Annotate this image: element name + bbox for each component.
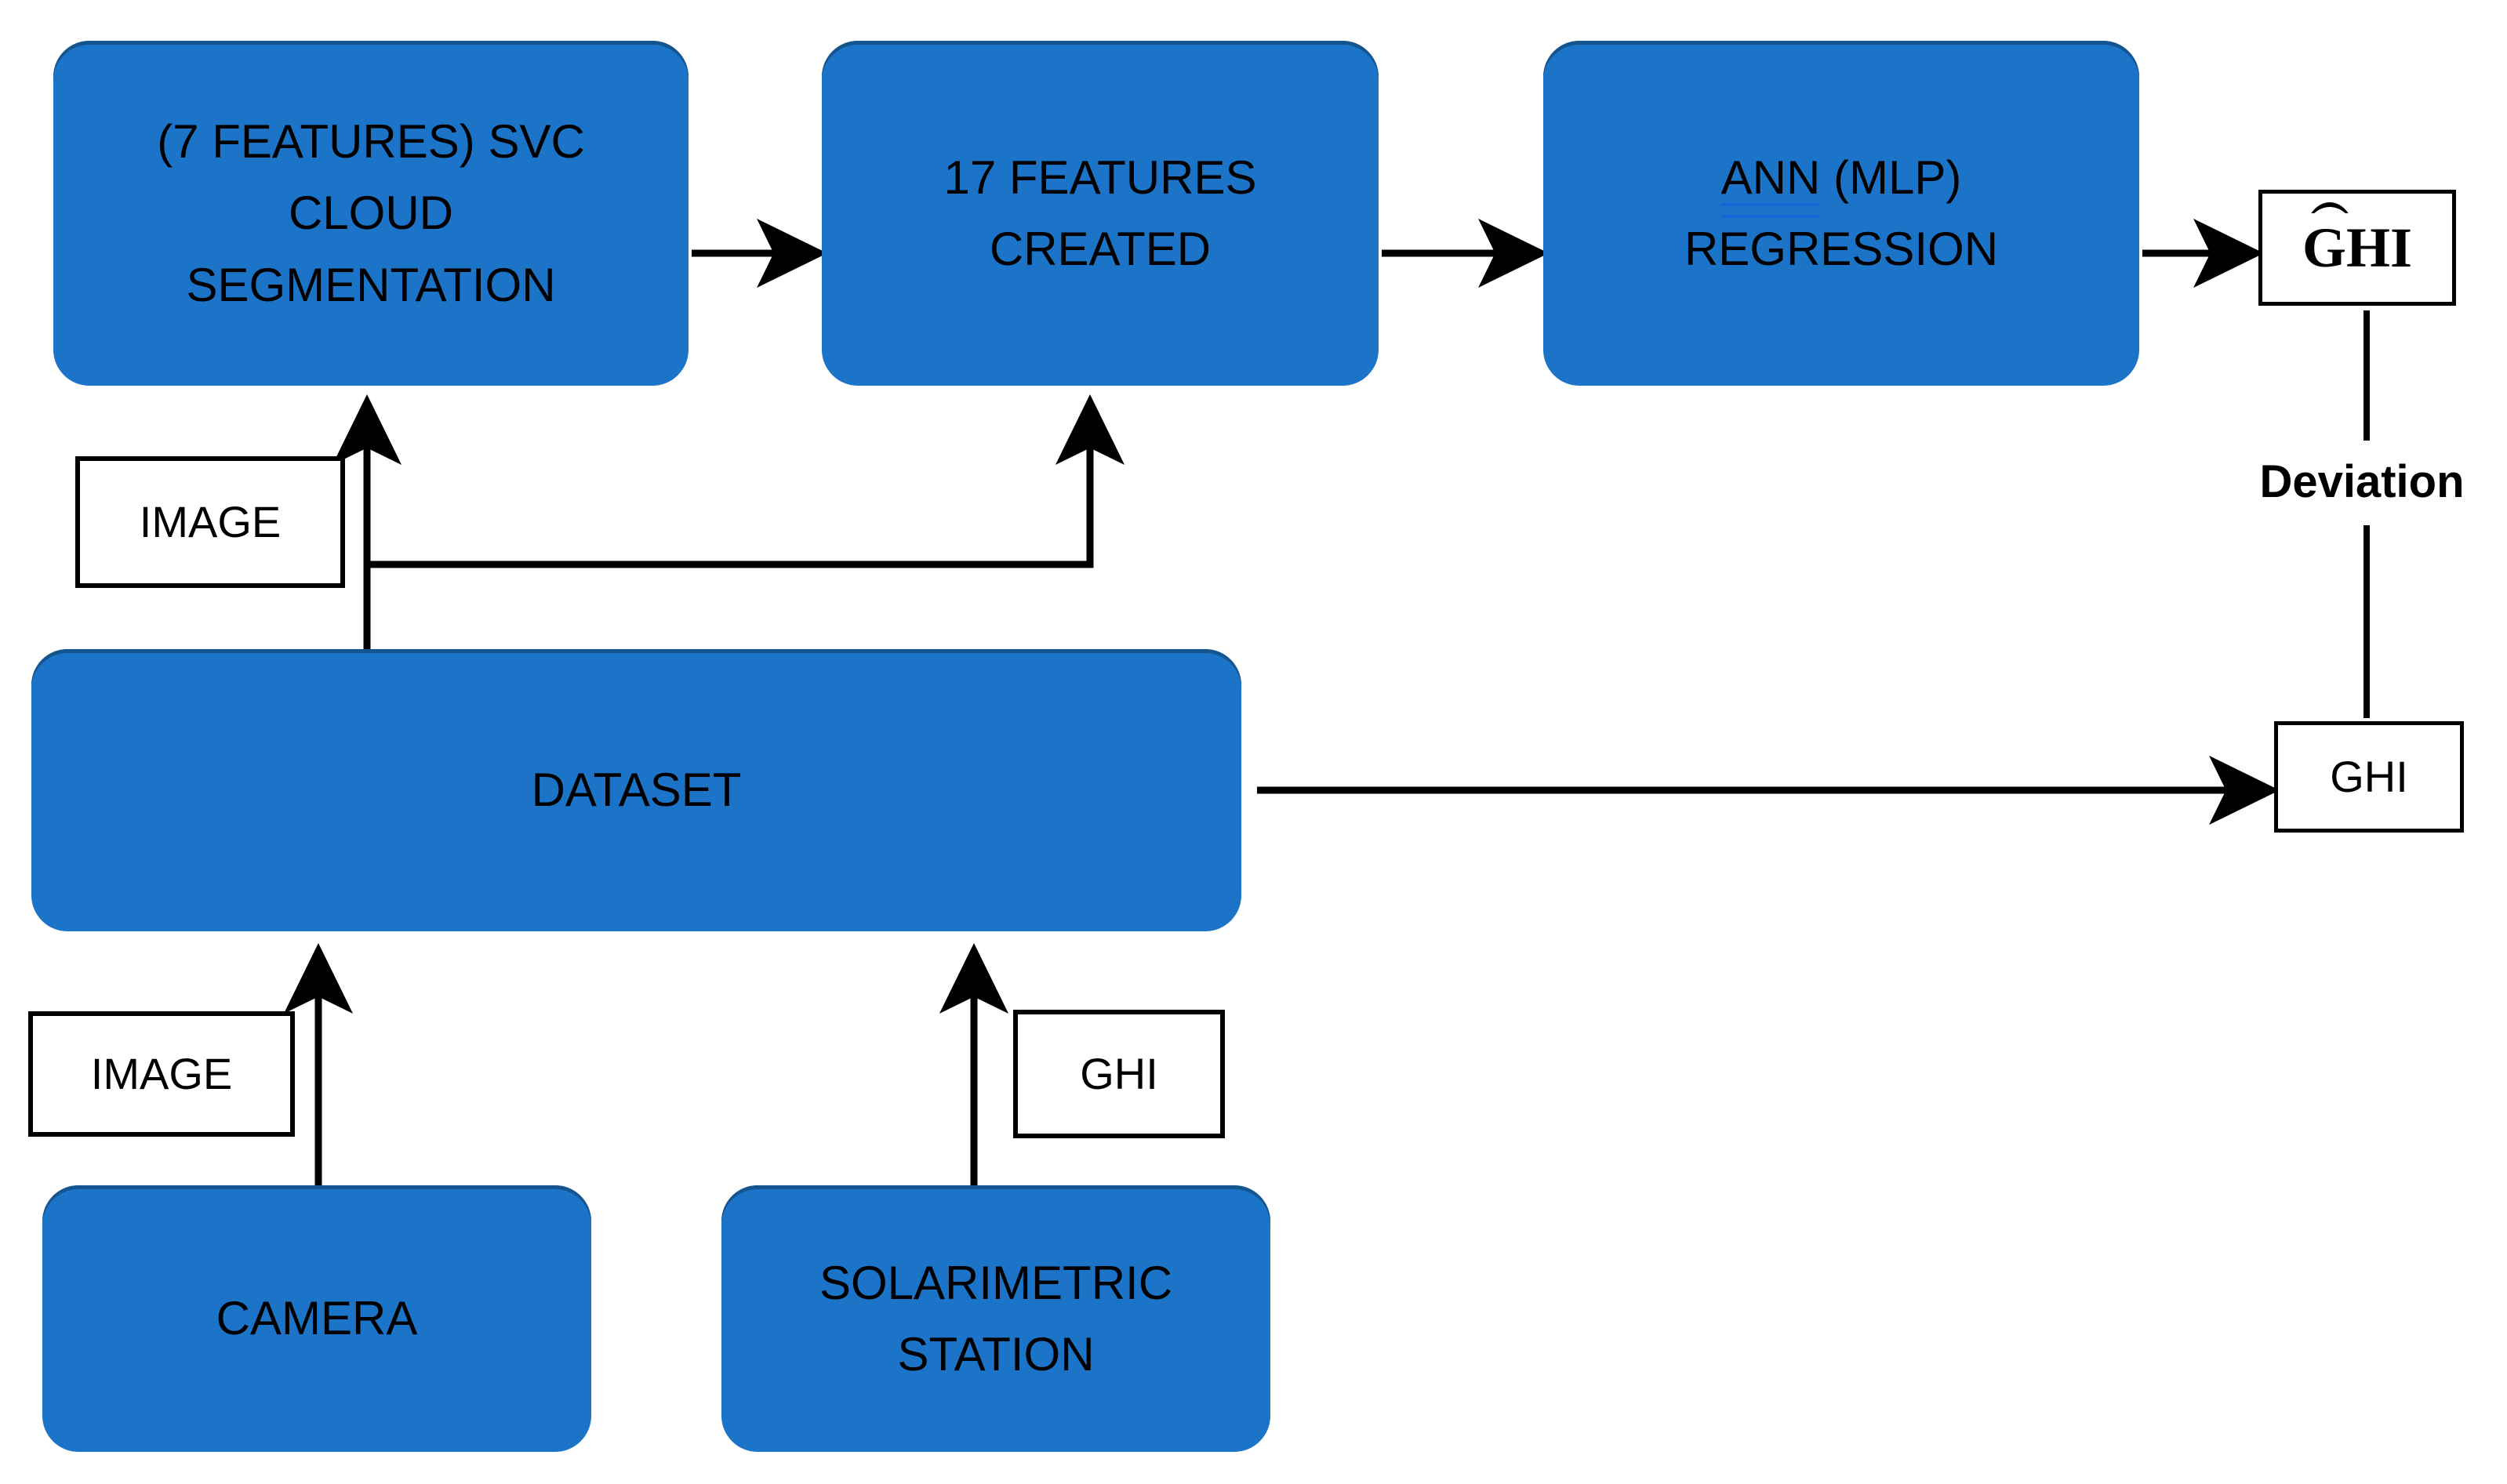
node-station-line-2: STATION [897,1328,1095,1381]
node-svc-line-2: CLOUD [288,187,454,240]
node-features-line-1: 17 FEATURES [943,151,1257,204]
node-ann-line-1: ANN (MLP) [1720,142,1962,219]
edge-label-image-bottom[interactable]: IMAGE [28,1011,295,1137]
image-top-label: IMAGE [139,497,282,547]
node-ghi-measured[interactable]: GHI [2274,721,2464,833]
edge-dataset-to-features [367,394,1125,568]
node-features-line-2: CREATED [989,223,1212,275]
deviation-label: Deviation [2259,455,2465,507]
ghi-edge-label: GHI [1080,1049,1158,1099]
deviation-annotation: Deviation [2221,455,2503,510]
node-ann-line-1-suffix: (MLP) [1820,151,1962,204]
ghi-predicted-label: GHI [2302,216,2413,279]
node-ann-line-2: REGRESSION [1684,223,1999,275]
circumflex-accent-icon [2301,196,2360,213]
node-camera-label: CAMERA [216,1292,418,1345]
edge-label-ghi[interactable]: GHI [1013,1010,1225,1138]
node-dataset[interactable]: DATASET [31,649,1241,931]
node-svc-cloud-segmentation[interactable]: (7 FEATURES) SVC CLOUD SEGMENTATION [53,41,689,386]
node-svc-line-1: (7 FEATURES) SVC [157,115,585,169]
node-ann-mlp-regression[interactable]: ANN (MLP) REGRESSION [1543,41,2139,386]
node-ghi-predicted[interactable]: GHI [2258,190,2456,306]
image-bottom-label: IMAGE [90,1049,233,1099]
node-dataset-label: DATASET [531,764,742,817]
node-solarimetric-station[interactable]: SOLARIMETRIC STATION [721,1185,1270,1452]
node-camera[interactable]: CAMERA [42,1185,591,1452]
ghi-measured-label: GHI [2330,752,2408,802]
ann-spellcheck-underline: ANN [1720,142,1820,219]
node-svc-line-3: SEGMENTATION [186,258,556,311]
node-17-features-created[interactable]: 17 FEATURES CREATED [822,41,1379,386]
ghi-predicted-text: GHI [2302,202,2412,276]
node-station-line-1: SOLARIMETRIC [819,1256,1173,1309]
edge-label-image-top[interactable]: IMAGE [75,456,345,588]
